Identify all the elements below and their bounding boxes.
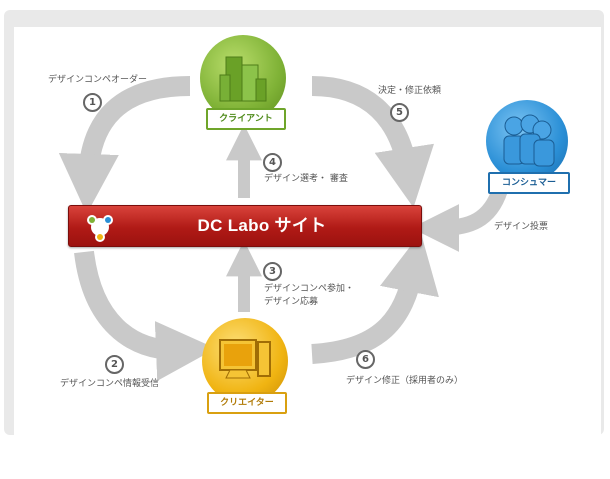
client-node [200, 35, 286, 121]
step-6-label: デザイン修正（採用者のみ） [346, 376, 464, 386]
step-1-label: デザインコンペオーダー [48, 75, 148, 85]
building-icon [219, 56, 267, 102]
consumer-node [486, 100, 568, 182]
step-4-label: デザイン選考・ 審査 [264, 174, 348, 184]
step-2-label: デザインコンペ情報受信 [60, 379, 160, 389]
arrow-step-2 [74, 250, 216, 381]
step-6-badge: 6 [356, 350, 375, 369]
step-1-badge: 1 [83, 93, 102, 112]
creator-label: クリエイター [207, 392, 287, 414]
dc-labo-logo-icon [87, 215, 113, 242]
client-label: クライアント [206, 108, 286, 130]
step-5-badge: 5 [390, 103, 409, 122]
arrow-consumer-vote [411, 187, 508, 252]
step-3-badge: 3 [263, 262, 282, 281]
arrow-step-1 [58, 76, 191, 214]
creator-node [202, 318, 288, 404]
step-5-label: 決定・修正依頼 [378, 86, 442, 96]
consumer-vote-label: デザイン投票 [494, 222, 549, 232]
step-3-label-line-1: デザインコンペ参加・ [264, 284, 355, 294]
consumer-label: コンシュマー [488, 172, 570, 194]
dc-labo-site-bar: DC Labo サイト [68, 205, 422, 247]
people-icon [503, 114, 555, 167]
step-3-label: デザインコンペ参加・ デザイン応募 [264, 283, 354, 309]
arrow-step-6 [311, 232, 439, 364]
computer-icon [219, 339, 271, 379]
step-3-label-line-2: デザイン応募 [264, 297, 319, 307]
arrow-step-5 [311, 76, 434, 208]
site-title: DC Labo サイト [197, 216, 327, 235]
step-4-badge: 4 [263, 153, 282, 172]
step-2-badge: 2 [105, 355, 124, 374]
